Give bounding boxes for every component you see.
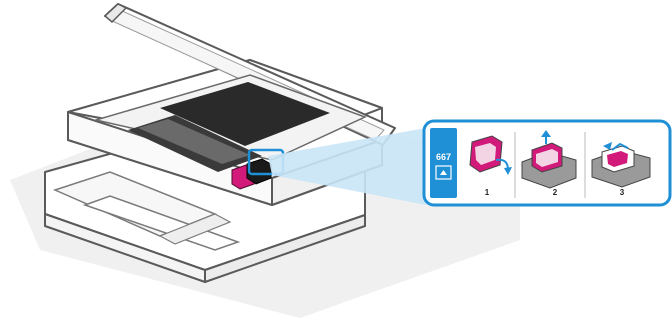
- cartridge-code: 667: [436, 152, 451, 162]
- step-3-label: 3: [620, 188, 625, 197]
- step-1-label: 1: [485, 188, 490, 197]
- cartridge-code-badge: 667: [430, 128, 457, 198]
- step-2-label: 2: [553, 188, 558, 197]
- callout-panel: 667 1 2: [424, 121, 670, 205]
